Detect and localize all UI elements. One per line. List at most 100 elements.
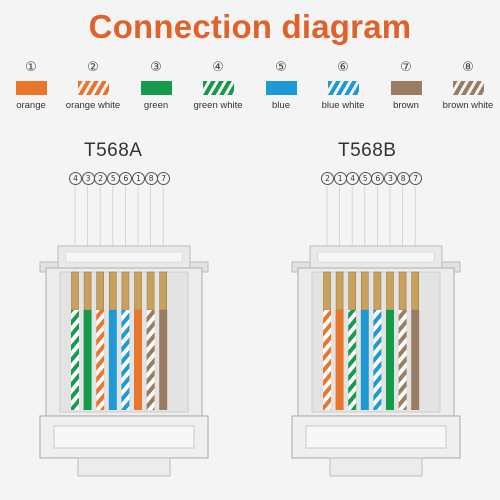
pin-number: 4: [346, 172, 360, 185]
plug-left-tab: [39, 261, 59, 273]
gold-contact: [398, 271, 407, 311]
legend-label: brown: [393, 100, 419, 111]
wire-orange: [335, 310, 344, 410]
plug-boot-inner: [305, 425, 447, 449]
wire-orange: [96, 310, 105, 410]
wire-green: [348, 310, 357, 410]
plug-boot-inner: [53, 425, 195, 449]
wire-green: [386, 310, 394, 410]
wire-blue: [373, 310, 382, 410]
legend-number: ②: [87, 60, 99, 75]
pin-number: 8: [144, 172, 158, 185]
legend-color-swatch: [452, 81, 484, 95]
legend-color-swatch: [15, 81, 47, 95]
gold-contact: [373, 271, 382, 311]
pin-number: 1: [333, 172, 347, 185]
wire-brown: [159, 310, 168, 410]
pin-number: 2: [94, 172, 108, 185]
gold-contact: [109, 271, 117, 311]
wire-blue: [360, 310, 369, 410]
wire-stripe-overlay: [348, 310, 357, 410]
connector-title-t568a: T568A: [84, 140, 143, 161]
legend-number: ⑤: [275, 60, 287, 75]
pin-number: 5: [358, 172, 372, 185]
gold-contact: [348, 271, 357, 311]
wire-green: [71, 310, 79, 410]
wire-orange: [134, 310, 142, 410]
wire-stripe-overlay: [121, 310, 130, 410]
pin-number: 3: [81, 172, 95, 185]
plug-body: [297, 267, 455, 417]
pin-number: 6: [119, 172, 133, 185]
legend-label: green white: [193, 100, 243, 111]
gold-contact: [323, 271, 331, 311]
legend-label: brown white: [442, 100, 494, 111]
wire-stripe-overlay: [146, 310, 155, 410]
wire-blue: [108, 310, 117, 410]
cable-sleeve: [329, 457, 423, 477]
pin-number: 3: [384, 172, 397, 185]
gold-contact: [335, 271, 344, 311]
cable-sleeve: [77, 457, 171, 477]
legend-label: orange white: [65, 100, 121, 111]
legend-label: orange: [16, 100, 46, 111]
legend-number: ⑦: [400, 60, 412, 75]
plug-right-tab: [441, 261, 461, 273]
legend-color-swatch: [140, 81, 172, 95]
plug-inner-window: [311, 271, 441, 413]
plug-top-housing: [57, 245, 191, 271]
gold-contact: [146, 271, 155, 311]
legend-number: ①: [25, 60, 37, 75]
legend-color-swatch: [327, 81, 359, 95]
pin-number: 4: [69, 172, 82, 185]
plug-top-ridge: [65, 251, 183, 263]
plug-inner-window: [59, 271, 189, 413]
legend-color-swatch: [77, 81, 109, 95]
pin-number: 1: [132, 172, 145, 185]
gold-contact: [83, 271, 92, 311]
gold-contact: [71, 271, 79, 311]
plug-top-housing: [309, 245, 443, 271]
gold-contact: [134, 271, 142, 311]
legend-color-swatch: [390, 81, 422, 95]
wire-stripe-overlay: [323, 310, 331, 410]
wire-brown: [411, 310, 420, 410]
gold-contact: [411, 271, 420, 311]
pin-number: 6: [371, 172, 385, 185]
legend-color-swatch: [202, 81, 234, 95]
connector-title-t568b: T568B: [338, 140, 397, 161]
plug-right-tab: [189, 261, 209, 273]
wire-stripe-overlay: [373, 310, 382, 410]
legend-item: ② orange white: [62, 58, 124, 111]
plug-boot: [39, 415, 209, 459]
wire-brown: [398, 310, 407, 410]
gold-contact: [121, 271, 130, 311]
wire-brown: [146, 310, 155, 410]
diagram-title: Connection diagram: [88, 8, 412, 45]
wire-stripe-overlay: [96, 310, 105, 410]
legend-item: ⑥ blue white: [312, 58, 374, 111]
pin-number: 8: [396, 172, 410, 185]
legend-number: ⑥: [337, 60, 349, 75]
wire-orange: [323, 310, 331, 410]
legend-item: ④ green white: [187, 58, 249, 111]
plug-top-ridge: [317, 251, 435, 263]
wire-blue: [121, 310, 130, 410]
plug-left-tab: [291, 261, 311, 273]
legend-label: green: [143, 100, 169, 111]
pin-number: 7: [409, 172, 423, 185]
pin-number: 7: [157, 172, 171, 185]
plug-boot: [291, 415, 461, 459]
gold-contact: [96, 271, 104, 311]
wire-stripe-overlay: [398, 310, 407, 410]
gold-contact: [386, 271, 394, 311]
legend-number: ④: [212, 60, 224, 75]
wire-green: [83, 310, 92, 410]
plug-body: [45, 267, 203, 417]
legend-label: blue white: [321, 100, 365, 111]
gold-contact: [159, 271, 167, 311]
